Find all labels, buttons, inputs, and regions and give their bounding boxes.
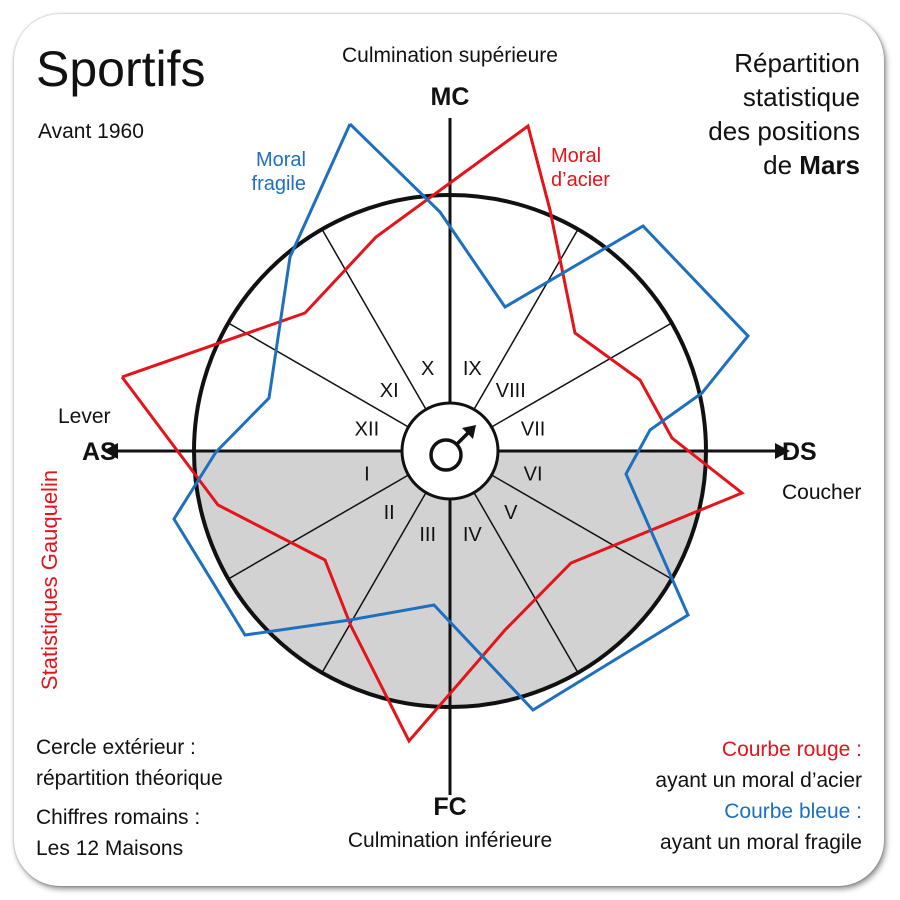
- house-number: IV: [463, 524, 483, 546]
- legend-blue-desc: ayant un moral fragile: [660, 831, 862, 854]
- blue-label-line: Moral: [255, 149, 306, 171]
- house-number: XI: [380, 380, 399, 402]
- red-curve-label: Moral d’acier: [551, 144, 610, 192]
- blue-label-line: fragile: [251, 173, 306, 195]
- red-label-line: Moral: [551, 145, 602, 167]
- legend-red-desc: ayant un moral d’acier: [655, 769, 862, 792]
- description-block: Répartition statistique des positions de…: [708, 46, 860, 182]
- house-divisions: [227, 228, 673, 674]
- house-spoke: [321, 228, 427, 410]
- ds-label: DS: [782, 438, 817, 466]
- legend-line: Les 12 Maisons: [36, 837, 184, 860]
- subtitle: Avant 1960: [38, 120, 144, 143]
- legend-left: Cercle extérieur : répartition théorique…: [36, 732, 223, 864]
- red-label-line: d’acier: [551, 169, 610, 191]
- house-spoke: [227, 322, 409, 428]
- side-label: Statistiques Gauquelin: [37, 469, 62, 691]
- house-number: VII: [521, 419, 545, 441]
- legend-red-title: Courbe rouge :: [721, 738, 862, 761]
- house-spoke: [473, 228, 579, 410]
- planet-name: Mars: [799, 150, 860, 180]
- coucher-label: Coucher: [782, 481, 862, 504]
- house-spoke: [473, 492, 579, 674]
- center-circle: [400, 401, 500, 501]
- house-spoke: [491, 322, 673, 428]
- house-number: I: [364, 463, 370, 485]
- house-spoke: [321, 492, 427, 674]
- legend-line: Chiffres romains :: [36, 806, 201, 829]
- house-number: XII: [355, 419, 379, 441]
- house-number: III: [419, 524, 436, 546]
- legend-line: Cercle extérieur :: [36, 736, 196, 759]
- blue-curve: [172, 122, 750, 712]
- house-number: X: [421, 358, 434, 380]
- house-number: VIII: [496, 380, 526, 402]
- house-number: IX: [463, 358, 482, 380]
- as-label: AS: [82, 438, 117, 466]
- house-number: VI: [524, 463, 543, 485]
- page-title: Sportifs: [36, 41, 206, 97]
- top-caption: Culmination supérieure: [342, 44, 558, 67]
- mars-symbol-icon: [429, 425, 476, 472]
- bottom-caption: Culmination inférieure: [347, 829, 553, 852]
- as-arrow: [103, 443, 118, 459]
- house-number: II: [384, 502, 395, 524]
- ds-arrow: [775, 443, 790, 459]
- fc-label: FC: [433, 793, 467, 821]
- lever-label: Lever: [58, 405, 111, 428]
- description-line: statistique: [742, 82, 860, 112]
- mc-label: MC: [430, 83, 470, 111]
- description-prefix: de: [763, 150, 800, 180]
- house-spoke: [227, 474, 409, 580]
- description-line: de Mars: [708, 148, 860, 182]
- house-number: V: [504, 502, 518, 524]
- legend-blue-title: Courbe bleue :: [724, 800, 862, 823]
- legend-right: Courbe rouge : ayant un moral d’acier Co…: [655, 734, 862, 858]
- legend-line: répartition théorique: [36, 767, 223, 790]
- description-line: des positions: [708, 116, 860, 146]
- description-line: Répartition: [734, 48, 860, 78]
- house-spoke: [491, 474, 673, 580]
- red-curve: [120, 123, 745, 744]
- blue-curve-label: Moral fragile: [244, 148, 306, 196]
